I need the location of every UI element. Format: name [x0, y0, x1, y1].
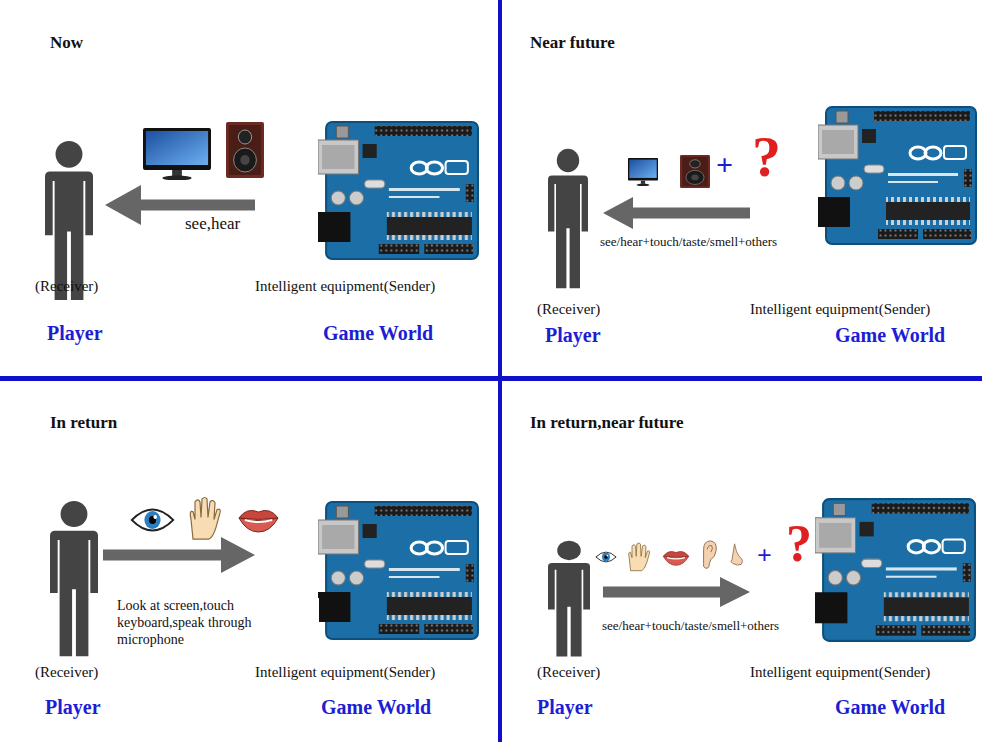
role-label: (Receiver): [537, 300, 603, 318]
node-name: Game World: [321, 695, 455, 719]
player-node: (Receiver) Player: [537, 538, 603, 719]
speaker-icon: [680, 155, 710, 188]
monitor-icon: [628, 158, 658, 186]
player-node: (Receiver) Player: [35, 498, 103, 719]
arrow-shaft: [603, 587, 724, 598]
arrow-head: [221, 537, 255, 573]
flow-arrow: [603, 197, 750, 229]
role-label: Intelligent equipment(Sender): [750, 663, 950, 681]
arrow-label: see/hear+touch/taste/smell+others: [598, 234, 779, 250]
node-name: Player: [545, 323, 603, 347]
speaker-icon: [226, 122, 264, 178]
eye-icon: [132, 510, 173, 531]
panel-band: Near future (Receiver) Player Intelligent e…: [502, 0, 982, 376]
arduino-board: [318, 122, 478, 259]
arduino-board: [318, 502, 478, 639]
panel-band: In return,near future (Receiver) Player Int…: [502, 381, 982, 742]
flow-arrow: [603, 577, 750, 607]
divider-line: [498, 0, 502, 742]
eye-icon: [596, 552, 616, 562]
node-name: Game World: [835, 695, 950, 719]
mouth-icon: [239, 510, 278, 532]
arrow-shaft: [629, 208, 750, 219]
person-icon: [548, 149, 588, 288]
panel-title: In return,near future: [530, 413, 982, 433]
arduino-board: [818, 107, 976, 244]
symbol-label: ?: [752, 128, 781, 186]
nose-icon: [731, 544, 742, 565]
panel-band: Now (Receiver) Player Intelligent equipment…: [0, 0, 498, 376]
arrow-label: see/hear+touch/taste/smell+others: [600, 618, 781, 634]
node-name: Game World: [835, 323, 950, 347]
arduino-board: [815, 499, 975, 641]
arrow-head: [603, 197, 633, 229]
symbol-label: +: [757, 543, 772, 569]
arrow-shaft: [137, 200, 255, 211]
arrow-shaft: [103, 550, 225, 561]
role-label: Intelligent equipment(Sender): [750, 300, 950, 318]
divider-line: [0, 376, 982, 381]
person-icon: [45, 141, 93, 300]
flow-arrow: [103, 537, 255, 573]
role-label: Intelligent equipment(Sender): [255, 663, 455, 681]
role-label: Intelligent equipment(Sender): [255, 277, 455, 295]
player-node: (Receiver) Player: [537, 145, 603, 347]
node-name: Player: [45, 695, 103, 719]
arrow-head: [105, 185, 141, 225]
symbol-label: +: [716, 150, 733, 180]
node-name: Game World: [323, 321, 455, 345]
panel-title: Near future: [530, 33, 982, 53]
role-label: (Receiver): [35, 277, 105, 295]
panel-title: Now: [50, 33, 498, 53]
person-icon: [548, 541, 590, 657]
arrow-label: Look at screen,touch keyboard,speak thro…: [115, 598, 319, 648]
role-label: (Receiver): [537, 663, 603, 681]
player-node: (Receiver) Player: [35, 135, 105, 345]
game-world-node: Intelligent equipment(Sender) Game World: [255, 115, 455, 345]
monitor-icon: [143, 128, 211, 181]
ear-icon: [703, 541, 716, 568]
node-name: Player: [47, 321, 105, 345]
hand-icon: [190, 497, 220, 539]
panel-title: In return: [50, 413, 498, 433]
person-icon: [50, 501, 98, 656]
panel-band: In return (Receiver) Player Intelligent equ…: [0, 381, 498, 742]
symbol-label: ?: [786, 518, 812, 570]
node-name: Player: [537, 695, 603, 719]
arrow-head: [720, 577, 750, 607]
arrow-label: see,hear: [183, 214, 242, 234]
role-label: (Receiver): [35, 663, 103, 681]
mouth-icon: [663, 551, 688, 565]
game-world-node: Intelligent equipment(Sender) Game World: [750, 492, 950, 719]
hand-icon: [629, 543, 650, 571]
